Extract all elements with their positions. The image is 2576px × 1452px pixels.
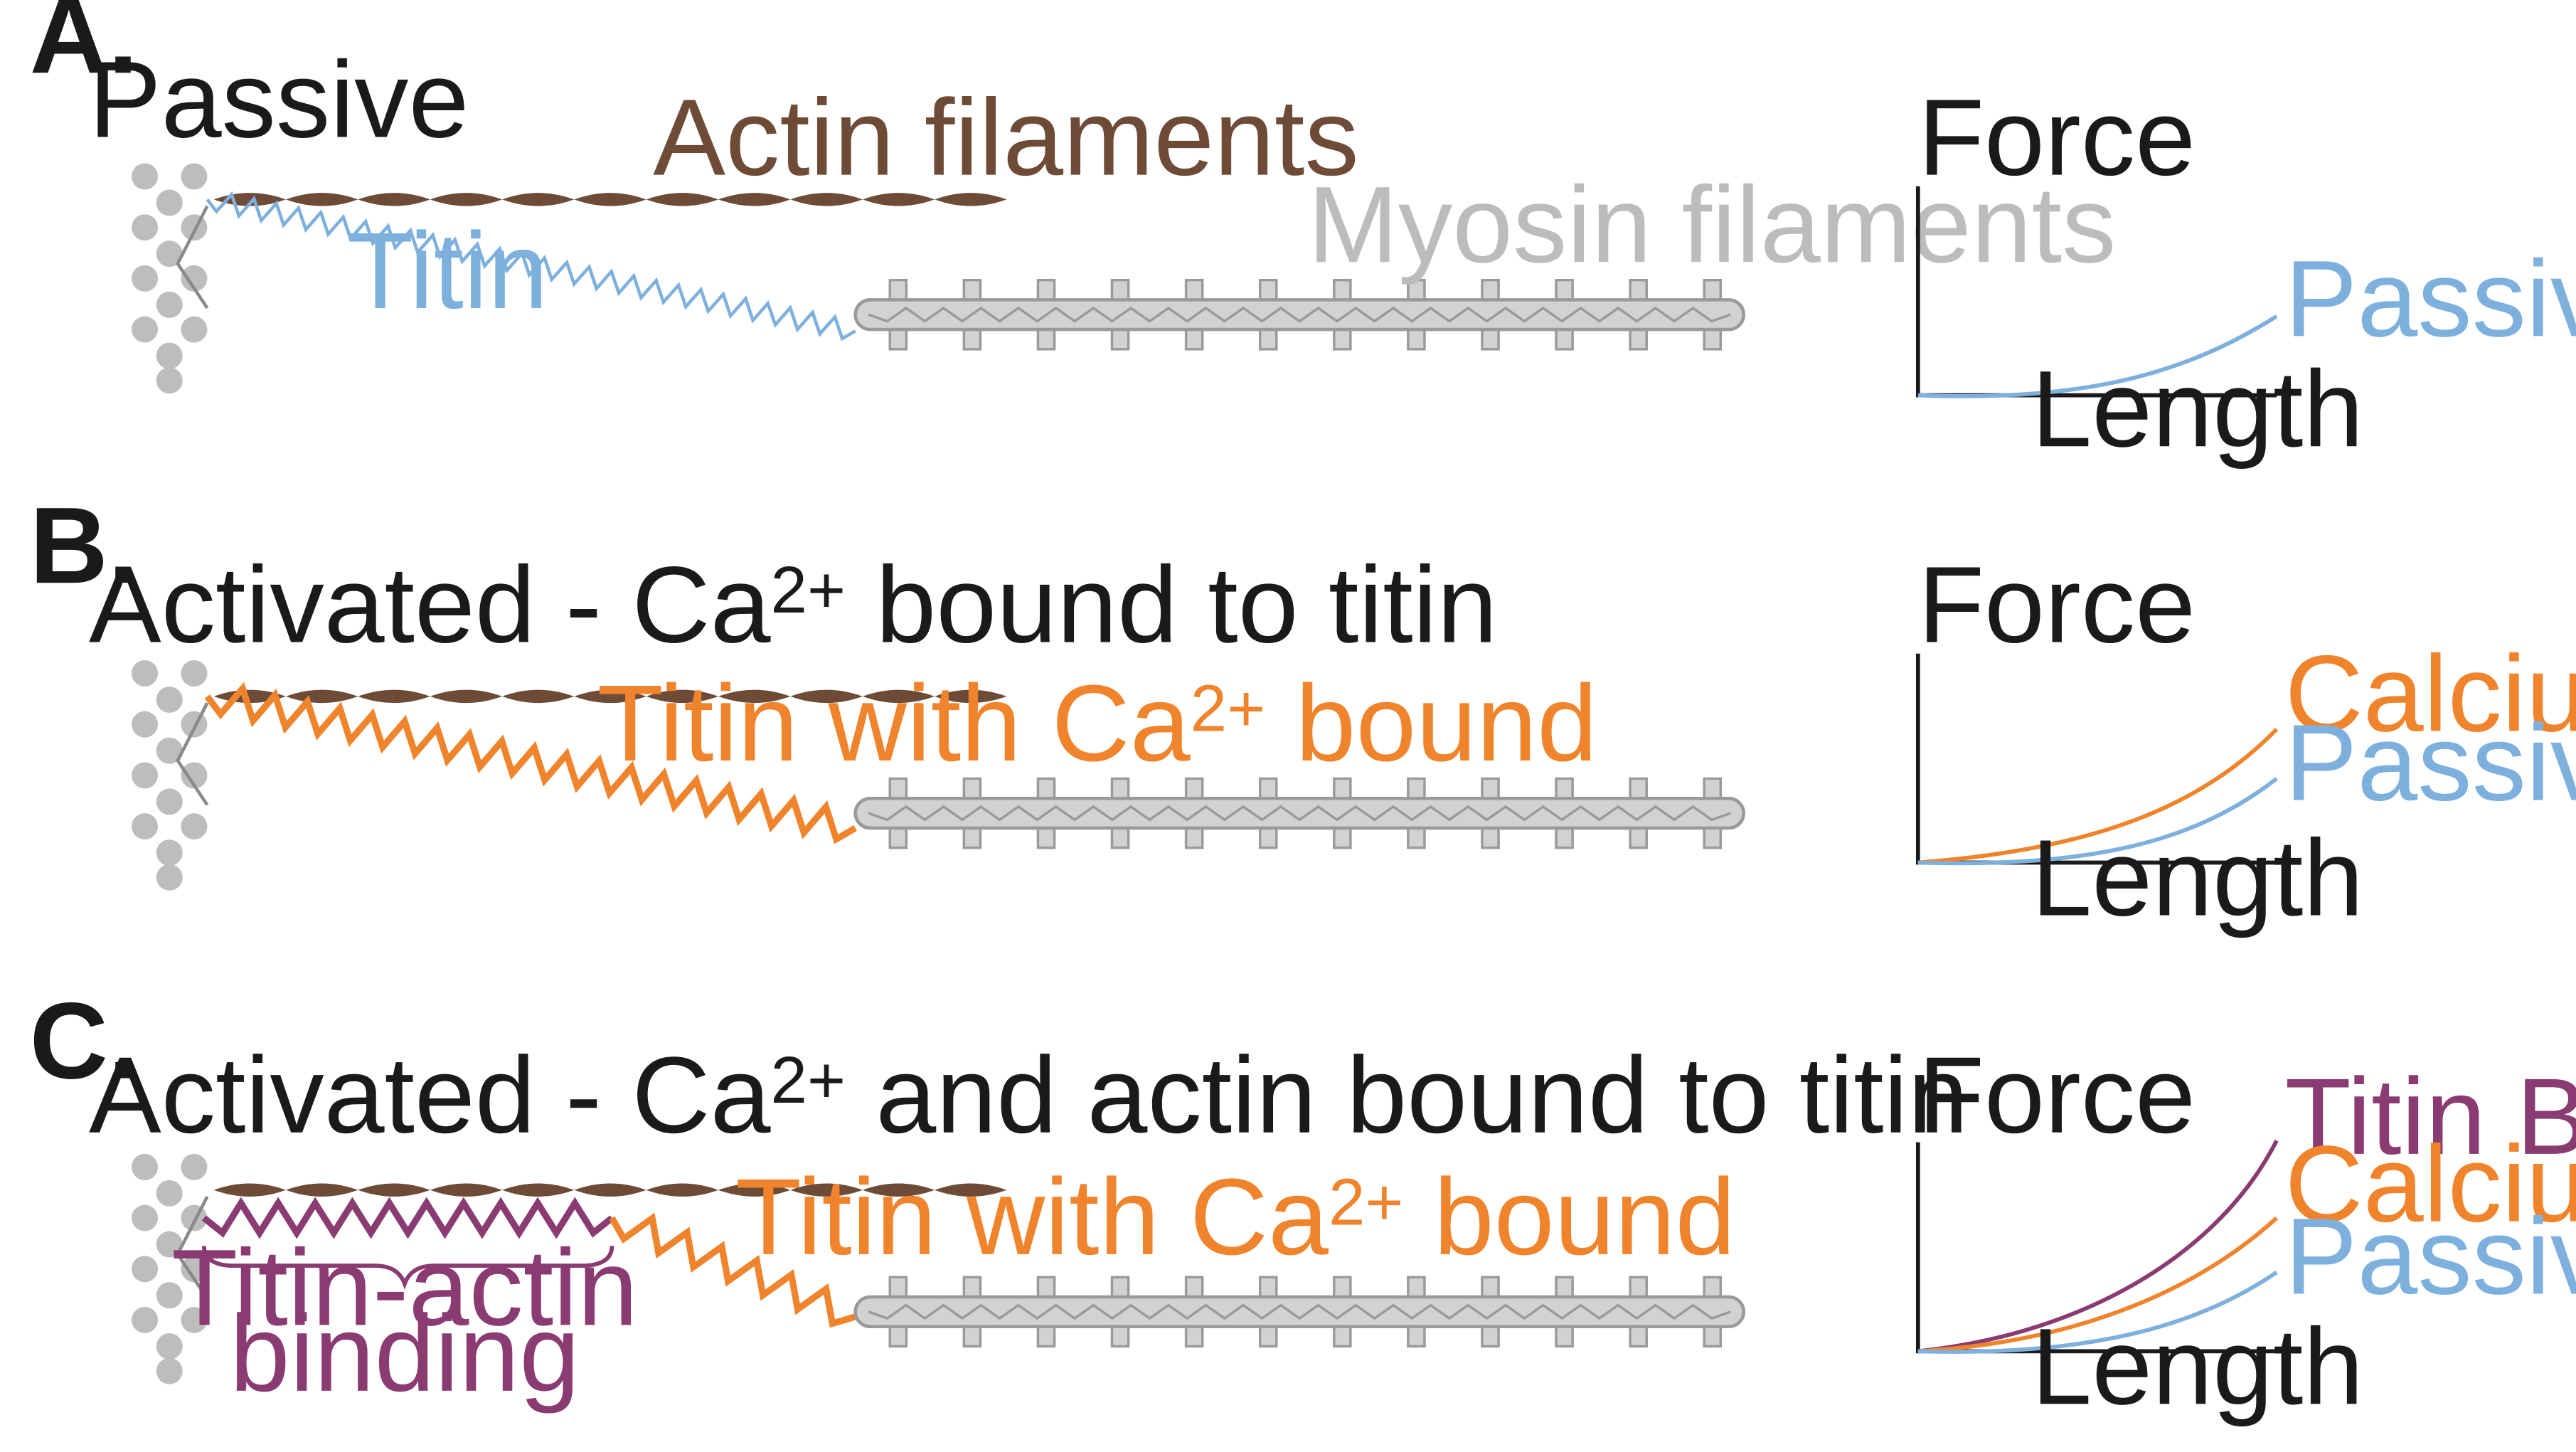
myosin-filament (853, 777, 1745, 849)
z-disc-bead (181, 214, 208, 241)
z-disc-bead (156, 737, 183, 764)
titin-bound-curve-label: Titin Bound (2285, 1056, 2576, 1177)
z-disc-bead (156, 1332, 183, 1360)
z-disc-bead (156, 367, 183, 394)
passive-curve (1917, 314, 2278, 398)
z-disc-bead (156, 1282, 183, 1309)
calcium-curve (1917, 1216, 2278, 1354)
graph-y-axis-label: Force (1918, 78, 2196, 198)
z-disc-bead (156, 291, 183, 318)
passive-curve-label: Passive (2285, 238, 2576, 359)
z-disc-connector (176, 1195, 209, 1300)
graph-y-axis-label: Force (1918, 1035, 2196, 1156)
myosin-backbone (853, 1295, 1745, 1329)
force-length-graph-a: Force Passive Length (1915, 78, 2576, 470)
z-disc-bead (181, 316, 208, 343)
myosin-backbone-pattern (868, 306, 1731, 323)
z-disc-bead (132, 1153, 159, 1180)
z-disc-bead (181, 1256, 208, 1283)
z-disc-bead (156, 788, 183, 815)
z-disc-bead (132, 265, 159, 292)
actin-filament (213, 689, 1007, 704)
titin-filament (206, 191, 856, 341)
calcium-curve-label: Calcium (2285, 633, 2576, 754)
graph-x-axis-label: Length (2031, 1306, 2363, 1427)
myosin-backbone-pattern (868, 805, 1731, 822)
panel-c-label: C. (30, 980, 139, 1101)
panel-b-title: Activated - Ca2+ bound to titin (89, 545, 1498, 666)
passive-curve-label: Passive (2285, 1196, 2576, 1317)
z-disc-bead (181, 1153, 208, 1180)
z-disc-bead (156, 342, 183, 369)
actin-filaments-label: Actin filaments (653, 78, 1359, 198)
panel-a: A. Passive Actin filaments Titin Myosin … (30, 0, 2117, 394)
z-disc-bead (132, 1306, 159, 1333)
actin-filament (213, 1183, 1007, 1197)
z-disc-bead (132, 711, 159, 738)
titin-filament-calcium (609, 1212, 857, 1328)
z-disc-bead (132, 1256, 159, 1283)
titin-actin-binding-brace (201, 1246, 614, 1291)
titin-calcium-label: Titin with Ca2+ bound (597, 663, 1597, 784)
z-disc-bead (181, 659, 208, 687)
z-disc-bead (132, 762, 159, 789)
panel-a-title: Passive (89, 39, 469, 160)
z-disc-bead (156, 686, 183, 713)
panel-c: C. Activated - Ca2+ and actin bound to t… (30, 980, 1969, 1414)
titin-label: Titin (347, 211, 548, 332)
titin-actin-binding-label-line2: binding (230, 1293, 580, 1414)
passive-curve (1917, 777, 2278, 866)
z-disc-bead (132, 1204, 159, 1231)
myosin-filament (853, 1276, 1745, 1348)
z-disc-connector (176, 702, 209, 806)
force-length-graph-b: Force Calcium Passive Length (1915, 545, 2576, 938)
graph-x-axis-label: Length (2031, 349, 2363, 470)
z-disc-bead (181, 265, 208, 292)
calcium-curve-label: Calcium (2285, 1124, 2576, 1245)
z-disc-bead (156, 1357, 183, 1384)
z-disc-bead (156, 839, 183, 867)
calcium-curve (1917, 728, 2279, 865)
z-disc (132, 659, 208, 891)
titin-filament-actin-bound (201, 1197, 614, 1239)
z-disc-bead (156, 1231, 183, 1258)
z-disc-bead (156, 240, 183, 267)
z-disc (132, 1153, 208, 1384)
myosin-filament (853, 278, 1745, 351)
z-disc-bead (132, 813, 159, 840)
z-disc-bead (156, 864, 183, 891)
z-disc-bead (181, 1306, 208, 1333)
myosin-backbone (853, 796, 1745, 830)
force-length-graph-c: Force Titin Bound Calcium Passive Length (1915, 1035, 2576, 1427)
z-disc (132, 163, 208, 394)
z-disc-bead (156, 189, 183, 216)
titin-actin-binding-label-line1: Titin-actin (171, 1227, 638, 1348)
panel-a-label: A. (30, 0, 139, 96)
z-disc-bead (132, 316, 159, 343)
graph-y-axis-label: Force (1918, 545, 2196, 666)
z-disc-bead (181, 711, 208, 738)
titin-filament-calcium (204, 682, 858, 844)
z-disc-bead (181, 163, 208, 190)
actin-filament (213, 193, 1007, 206)
z-disc-connector (176, 205, 209, 309)
myosin-backbone-pattern (868, 1303, 1731, 1320)
z-disc-bead (156, 1180, 183, 1207)
myosin-filaments-label: Myosin filaments (1308, 164, 2117, 285)
panel-b-label: B. (30, 485, 139, 606)
z-disc-bead (181, 762, 208, 789)
z-disc-bead (132, 214, 159, 241)
z-disc-bead (181, 813, 208, 840)
passive-curve-label: Passive (2285, 703, 2576, 824)
myosin-backbone (853, 298, 1745, 332)
z-disc-bead (132, 163, 159, 190)
panel-b: B. Activated - Ca2+ bound to titin Titin… (30, 485, 1745, 891)
titin-bound-curve (1917, 1140, 2279, 1354)
panel-c-title: Activated - Ca2+ and actin bound to titi… (89, 1035, 1969, 1156)
titin-calcium-label: Titin with Ca2+ bound (735, 1157, 1735, 1278)
graph-x-axis-label: Length (2031, 817, 2363, 938)
z-disc-bead (132, 659, 159, 687)
passive-curve (1917, 1270, 2278, 1355)
